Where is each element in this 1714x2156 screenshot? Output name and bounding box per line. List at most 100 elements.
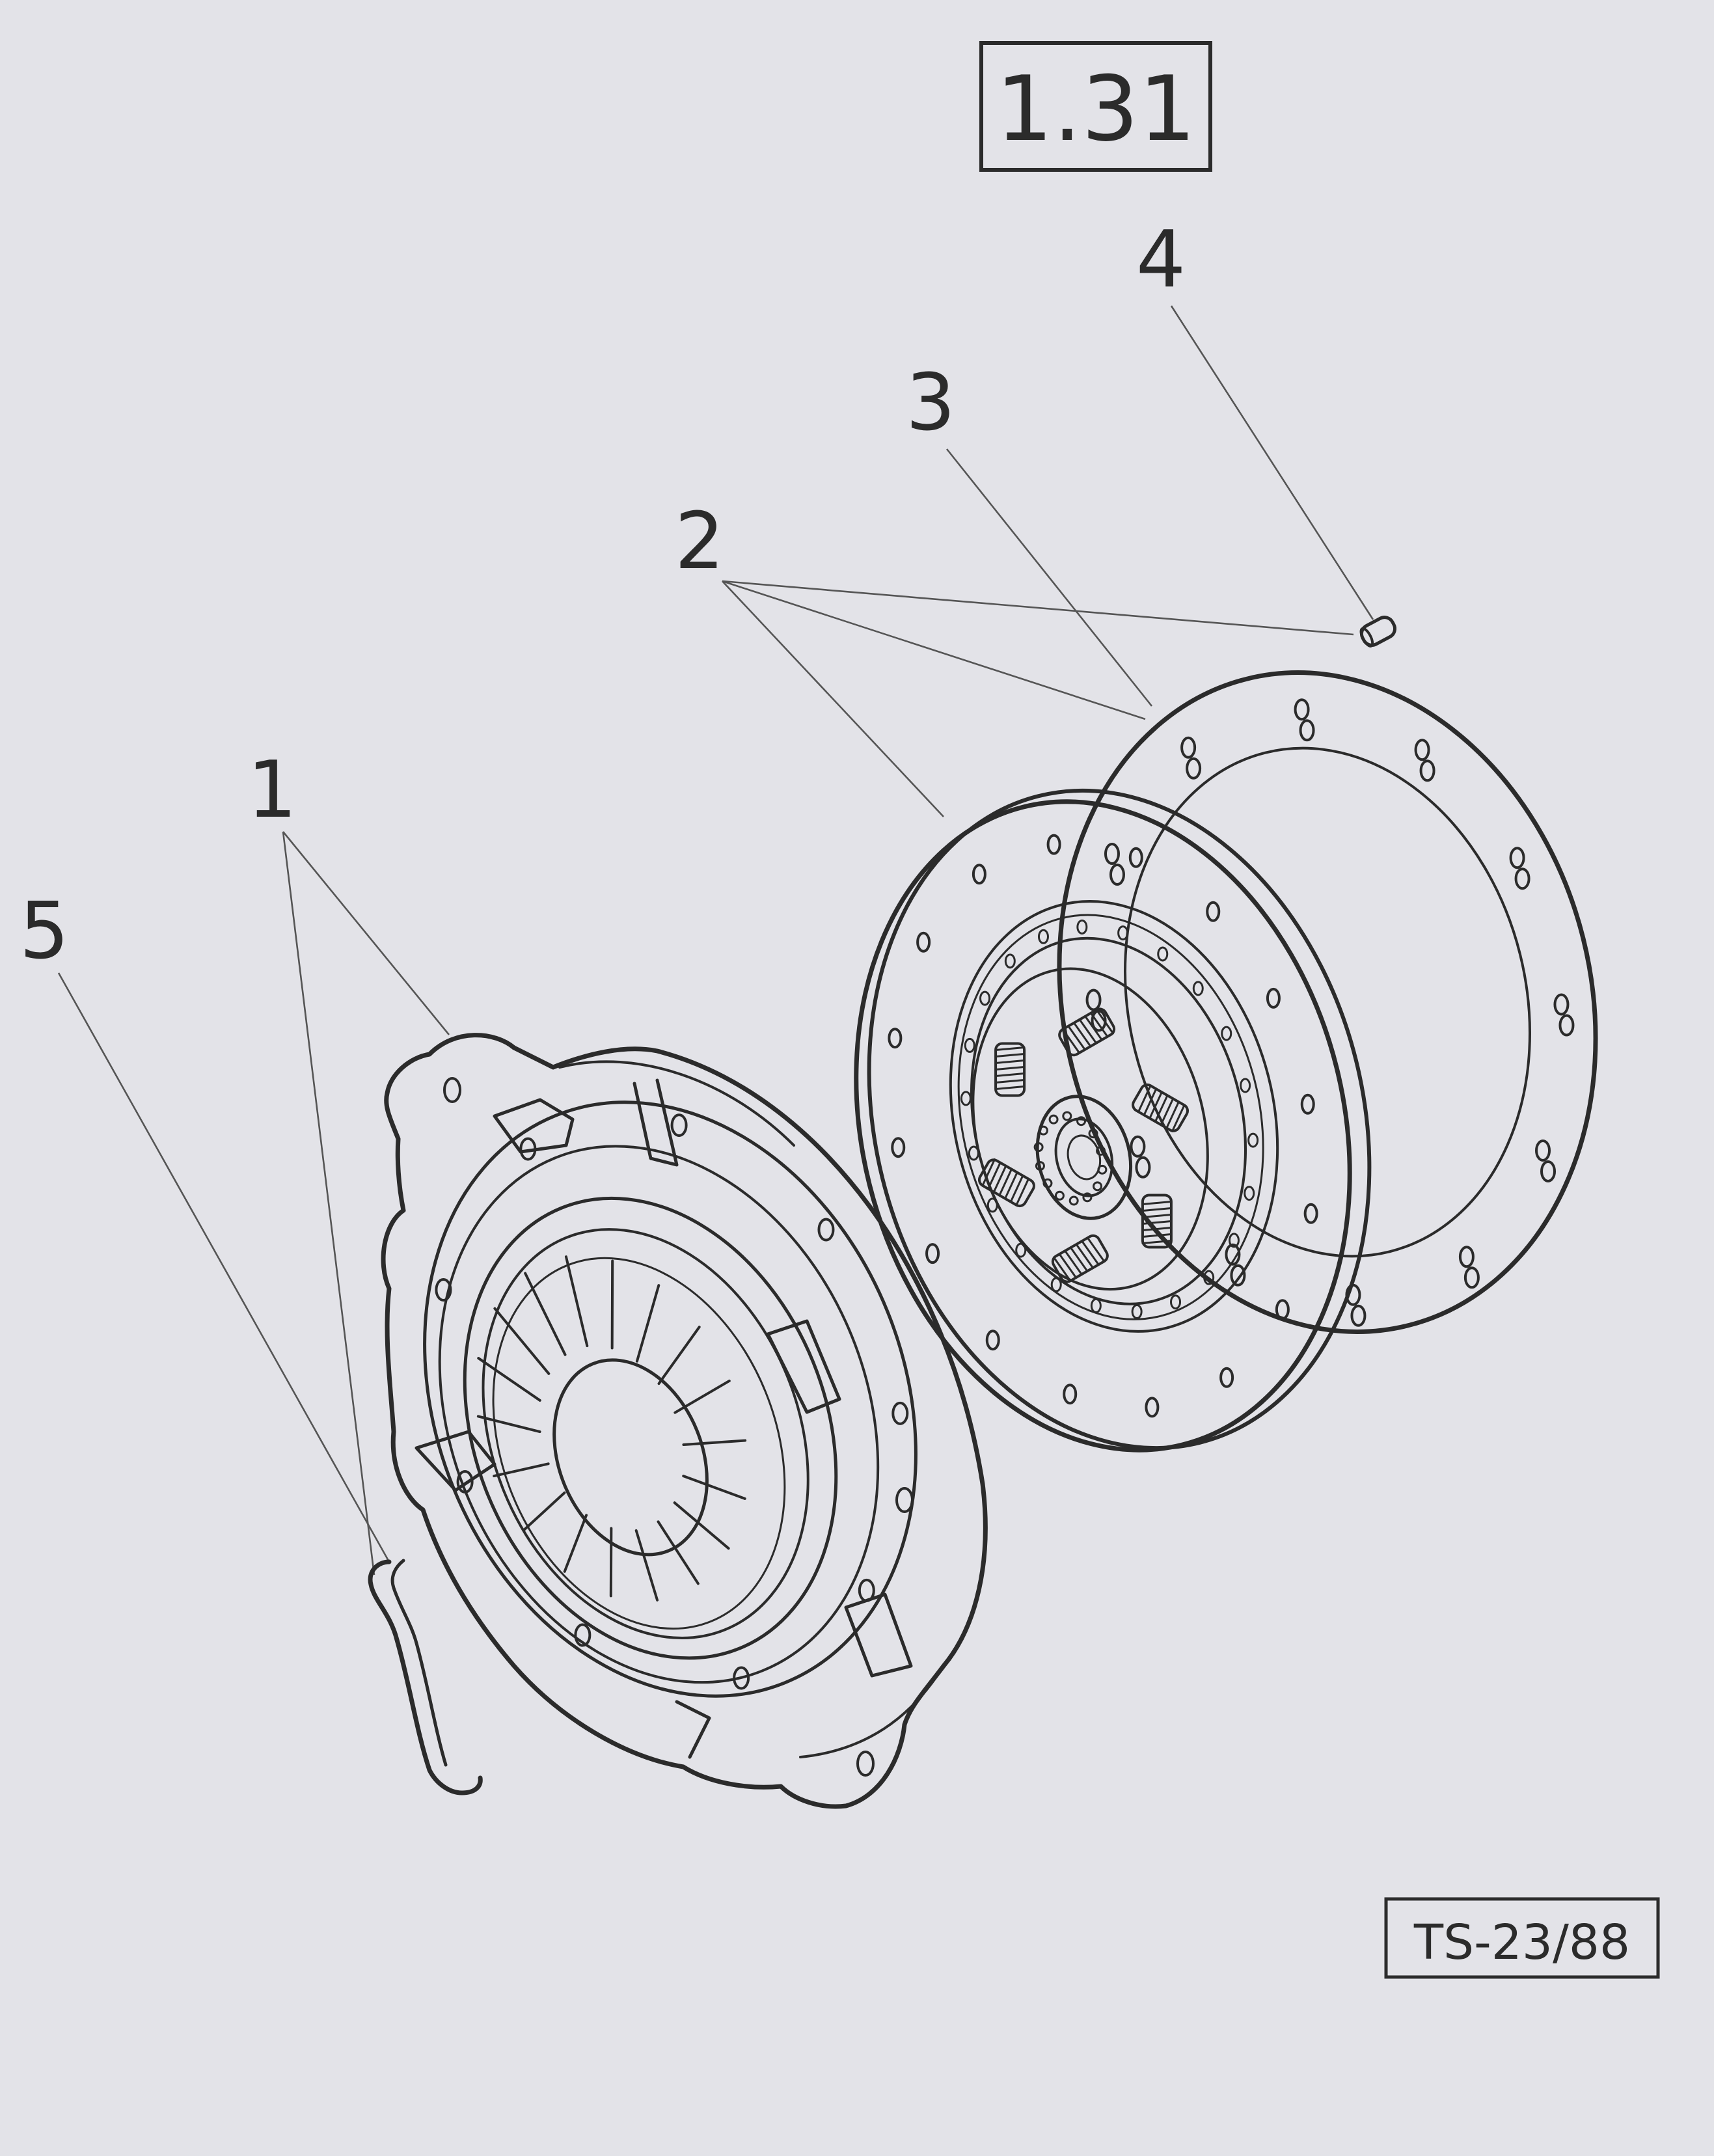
disc-inner-hole	[1015, 1242, 1027, 1258]
spring-coil	[987, 1162, 1001, 1190]
disc-rivet-hole	[1275, 1299, 1290, 1320]
disc-inner-hole	[1247, 1132, 1259, 1148]
spring-coil	[1171, 1104, 1186, 1132]
flywheel-hole	[1509, 847, 1525, 869]
spring-coil	[992, 1165, 1007, 1194]
spring-coil	[1141, 1240, 1173, 1245]
flywheel-hole	[1535, 1139, 1551, 1162]
ear-bolt-hole	[856, 1751, 875, 1777]
hub-spline	[1054, 1190, 1065, 1201]
spring-coil	[1067, 1025, 1086, 1051]
clutch-disc-rivet-holes	[888, 834, 1318, 1418]
flywheel-hole	[1553, 993, 1570, 1016]
diaphragm-finger	[523, 1491, 566, 1531]
flywheel-hole	[1225, 1243, 1241, 1266]
disc-rivet-hole	[1206, 901, 1221, 922]
disc-inner-hole	[1170, 1294, 1182, 1310]
disc-inner-hole	[960, 1091, 972, 1106]
flywheel-hole	[1299, 719, 1315, 742]
damper-spring	[977, 1158, 1035, 1208]
spring-body	[1051, 1234, 1109, 1283]
spring-coil	[994, 1072, 1026, 1077]
hub-spline	[1033, 1142, 1044, 1153]
flywheel-hole	[1294, 698, 1310, 721]
diaphragm-finger	[477, 1357, 541, 1402]
flywheel-hole	[1458, 1246, 1475, 1268]
spring-coil	[1052, 1256, 1072, 1282]
cover-bolt-hole	[574, 1623, 592, 1647]
spring-coil	[1141, 1207, 1173, 1212]
disc-rivet-hole	[1063, 1384, 1078, 1405]
diaphragm-finger	[657, 1520, 700, 1585]
drawing-code: TS-23/88	[1413, 1915, 1630, 1971]
diaphragm-finger	[563, 1514, 588, 1573]
damper-spring	[994, 1042, 1026, 1097]
flywheel-hole	[1558, 1014, 1575, 1037]
spring-coil	[1084, 1015, 1103, 1041]
flywheel-hole	[1109, 864, 1125, 886]
flywheel-hole	[1230, 1264, 1246, 1287]
cover-bolt-hole	[817, 1218, 835, 1242]
spring-coil	[1165, 1100, 1180, 1129]
flywheel	[1057, 670, 1598, 1334]
disc-inner-hole	[1004, 953, 1016, 969]
spring-coil	[1154, 1094, 1169, 1123]
cover-bolt-hole	[456, 1469, 474, 1494]
spring-coil	[1061, 1028, 1081, 1054]
spring-coil	[1015, 1178, 1029, 1207]
damper-spring	[1141, 1194, 1173, 1249]
clutch-disc-hub-splines	[1033, 1111, 1108, 1206]
diaphragm-finger	[610, 1259, 614, 1350]
hub-spline	[1048, 1114, 1059, 1125]
flywheel-hole	[1186, 757, 1202, 780]
disc-inner-hole	[968, 1145, 979, 1161]
spring-coil	[1072, 1022, 1092, 1048]
disc-inner-hole	[979, 990, 991, 1006]
hub-spline	[1068, 1195, 1079, 1206]
pressure-plate	[381, 1033, 988, 1809]
disc-inner-hole	[1037, 929, 1049, 944]
disc-inner-hole	[1117, 925, 1129, 941]
callout-5: 5	[20, 886, 69, 977]
diaphragm-finger	[635, 1284, 660, 1363]
disc-inner-hole	[1221, 1026, 1232, 1041]
flywheel-hole	[1514, 867, 1530, 890]
diaphragm-spring-fingers	[476, 1255, 747, 1602]
diaphragm-finger	[657, 1326, 701, 1385]
spring-coil	[1004, 1171, 1018, 1200]
hub-spline	[1076, 1116, 1087, 1126]
damper-spring	[1051, 1234, 1109, 1283]
spring-coil	[1064, 1249, 1083, 1276]
diaphragm-finger	[634, 1529, 659, 1602]
disc-inner-hole	[1076, 919, 1088, 935]
spring-coil	[981, 1158, 996, 1187]
flywheel-hole	[1104, 843, 1120, 866]
spring-coil	[1089, 1012, 1109, 1038]
cover-bolt-hole	[891, 1401, 909, 1425]
flywheel-hole	[1135, 1156, 1151, 1179]
spring-coil	[1086, 1236, 1106, 1262]
cover-bolt-hole	[733, 1666, 750, 1690]
disc-rivet-hole	[1300, 1093, 1315, 1115]
spring-coil	[994, 1059, 1026, 1064]
hub-spline	[1088, 1128, 1098, 1139]
disc-inner-hole	[1244, 1186, 1255, 1201]
ear-bolt-hole	[895, 1487, 914, 1513]
spring-coil	[1149, 1091, 1163, 1119]
diaphragm-finger	[673, 1379, 731, 1414]
spring-clip	[368, 1559, 483, 1795]
disc-inner-hole	[1131, 1304, 1143, 1320]
spring-coil	[1137, 1084, 1152, 1113]
spring-coil	[1081, 1240, 1100, 1266]
disc-inner-hole	[986, 1197, 998, 1213]
hub-spline	[1062, 1111, 1072, 1121]
clutch-disc	[854, 788, 1372, 1453]
spring-coil	[1009, 1175, 1024, 1203]
cover-bolt-hole	[435, 1277, 452, 1302]
disc-inner-hole	[964, 1037, 975, 1053]
cover-bolt-holes	[435, 1077, 914, 1777]
page-number: 1.31	[996, 57, 1195, 161]
disc-rivet-hole	[888, 1028, 903, 1049]
hub-spline	[1042, 1178, 1053, 1188]
spring-coil	[1058, 1253, 1078, 1279]
